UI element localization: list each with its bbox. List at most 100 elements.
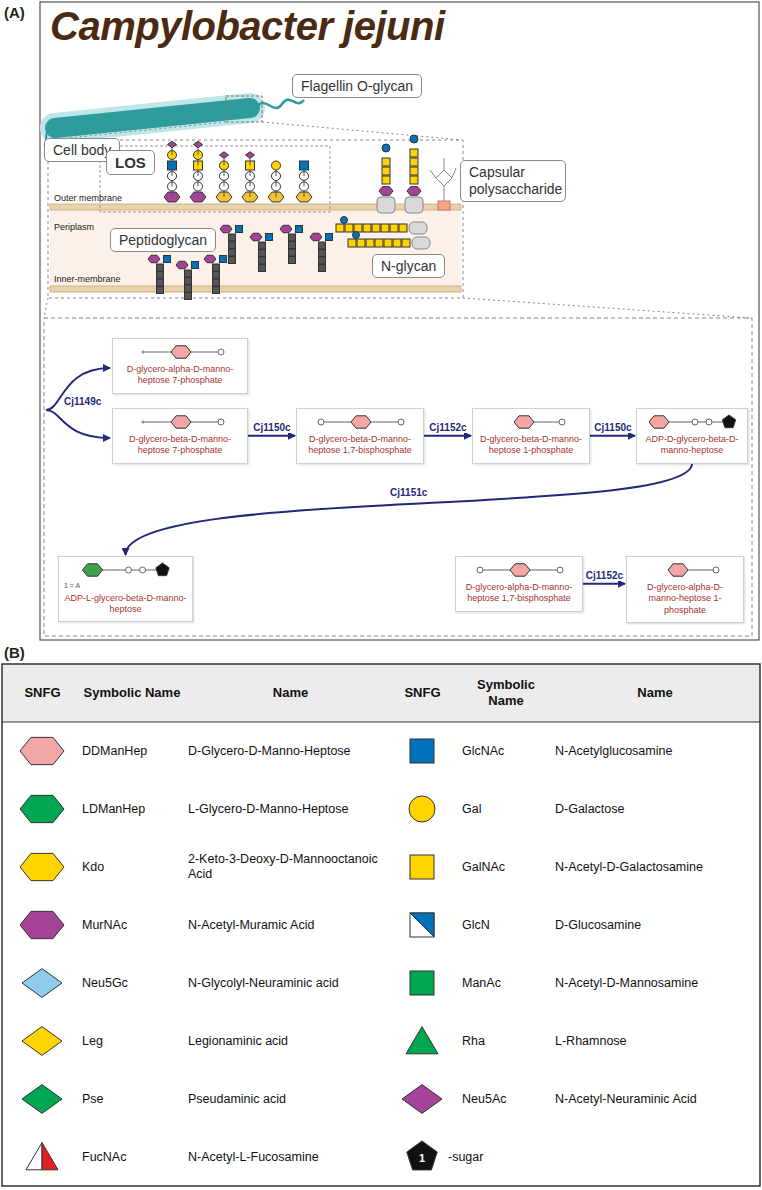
glycan-symbol [366,239,374,247]
peptide-unit [289,242,296,249]
reaction-arrow [126,464,693,556]
peptide-unit [157,279,164,286]
reaction-arrow [583,583,625,585]
table-cell: Pse [82,1070,182,1128]
glycan-symbol [171,346,191,358]
node-text: ADP-D-glycero-beta-D-manno-heptose [642,434,742,457]
glycan-symbol [20,911,64,938]
table-cell: Neu5Ac [462,1070,550,1128]
glycan-symbol [390,224,398,232]
enzyme-label: Cj1150c [251,422,292,433]
symbol-number: 1 [402,1128,442,1186]
table-cell: D-Glycero-D-Manno-Heptose [188,722,393,780]
node-text: Flagellin O-glycan [301,78,413,94]
phosphate [218,349,224,355]
glycan-symbol [83,564,103,576]
peptide-unit [319,257,326,264]
label-box: Flagellin O-glycan [292,74,422,98]
compound-box: D-glycero-alpha-D-manno-heptose 1,7-bisp… [455,556,583,612]
glycan-symbol [272,161,281,170]
table-cell: N-Glycolyl-Neuraminic acid [188,954,393,1012]
label-box: LOS [106,150,155,175]
glycan-symbol [341,217,348,224]
glycan-symbol [649,416,669,428]
title: Campylobacter jejuni [50,4,445,49]
glycan-symbol [220,152,229,158]
phosphate [218,419,224,425]
node-text: Capsular polysaccharide [469,164,557,198]
table-header: Symbolic Name [462,664,550,722]
glycan-symbol [410,913,434,937]
structure-icon [627,560,745,582]
table-cell: L-Rhamnose [555,1012,755,1070]
peptide-unit [259,265,266,272]
glycan-symbol [402,239,410,247]
table-cell: LDManHep [82,780,182,838]
table-cell: Rha [462,1012,550,1070]
glycan-symbol [348,239,356,247]
reaction-arrow [424,435,471,437]
glycan-symbol [410,971,434,995]
compound-box: D-glycero-beta-D-manno-heptose 1-phospha… [472,408,590,464]
phosphate [126,567,132,573]
glycan-symbol [353,232,360,239]
glycan-symbol [176,261,188,268]
glycan-symbol [236,226,243,233]
membrane-label: Inner-membrane [54,274,121,284]
los-zoom-box [100,146,330,212]
enzyme-label: Cj1150c [592,422,633,433]
membrane-label: Periplasm [54,222,94,232]
node-text: LOS [115,154,146,171]
glycan-symbol [372,224,380,232]
glycan-symbol [192,262,199,269]
structure-icon [297,412,425,434]
table-cell: Pseudaminic acid [188,1070,393,1128]
node-text: N-glycan [381,258,436,274]
table-cell: N-Acetyl-L-Fucosamine [188,1128,393,1186]
glycan-symbol [399,224,407,232]
peptide-unit [213,279,220,286]
zoom-box [226,96,262,122]
peptide-unit [229,234,236,241]
glycan-symbol [406,1027,438,1054]
peptide-unit [213,264,220,271]
peptide-unit [259,250,266,257]
glycan-symbol [22,1027,62,1056]
membrane-protein [405,197,423,213]
node-text: Peptidoglycan [119,232,207,248]
peptide-unit [185,278,192,285]
glycan-symbol [514,416,534,428]
table-header-bg [2,664,760,722]
compound-box: D-glycero-alpha-D-manno-heptose 7-phosph… [112,338,248,394]
membrane-label: Outer membrane [54,193,122,203]
reaction-arrow [248,435,295,437]
glycan-symbol [407,187,421,196]
glycan-symbol [20,795,64,822]
glycan-symbol [156,563,169,576]
structure-icon [473,412,591,434]
enzyme-label: Cj1149c [64,396,101,407]
enzyme-label: Cj1151c [388,487,429,498]
label-box: Peptidoglycan [110,228,216,252]
enzyme-label: Cj1152c [584,570,625,581]
glycan-symbol [20,737,64,764]
glycan-symbol [22,969,62,998]
table-cell: GalNAc [462,838,550,896]
table-cell: N-Acetyl-D-Galactosamine [555,838,755,896]
peptide-unit [289,234,296,241]
peptide-unit [213,272,220,279]
table-cell: FucNAc [82,1128,182,1186]
phosphate [559,419,565,425]
phosphate [713,567,719,573]
glycan-symbol [668,564,688,576]
table-header: SNFG [395,664,450,722]
end-dot [142,421,145,424]
glycan-symbol [382,144,390,152]
glycan-symbol [410,158,418,166]
glycan-symbol [326,234,333,241]
glycan-symbol [310,233,322,240]
peptide-unit [185,270,192,277]
node-text: D-glycero-alpha-D-manno-heptose 7-phosph… [118,364,242,387]
end-dot [142,351,145,354]
pathway-panel [44,318,752,636]
